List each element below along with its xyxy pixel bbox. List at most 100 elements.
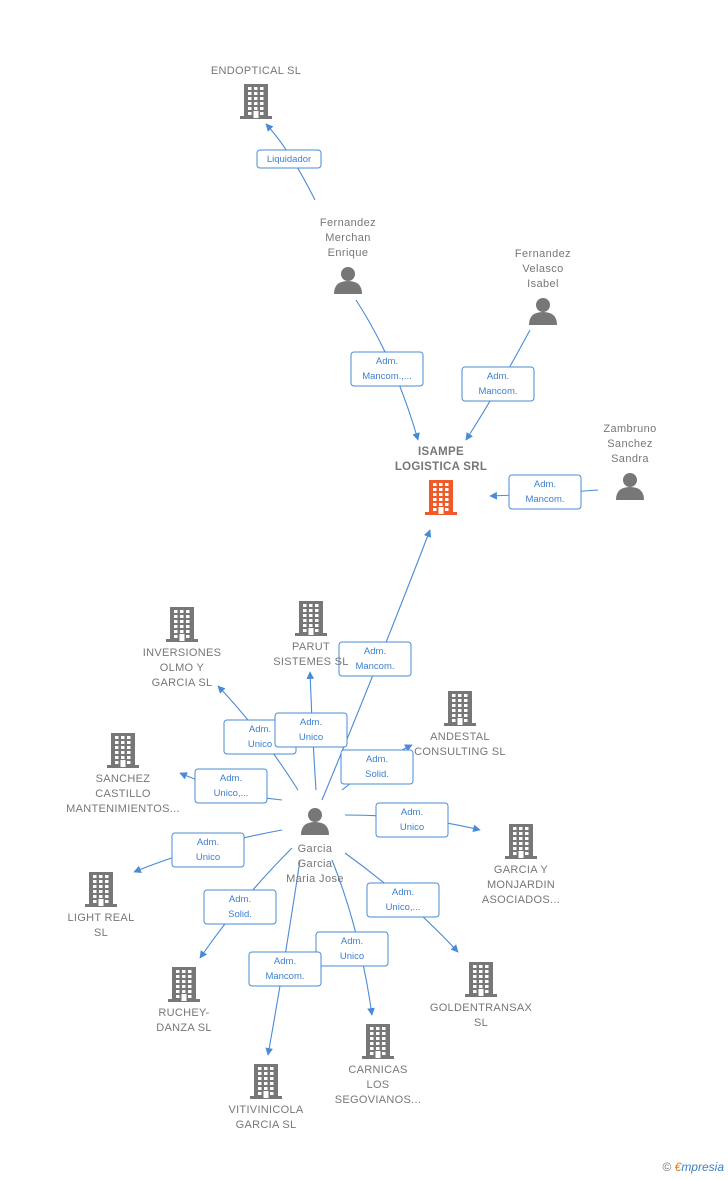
- role-label-box[interactable]: [375, 802, 449, 838]
- company-node[interactable]: GARCIA YMONJARDINASOCIADOS...: [482, 824, 560, 906]
- relationship-edge: Adm. Mancom.,...: [350, 299, 424, 441]
- node-label: SISTEMES SL: [273, 656, 348, 668]
- relationship-edge: Adm. Solid.: [340, 744, 414, 791]
- role-label-text: Mancom.: [355, 661, 394, 672]
- node-label: DANZA SL: [156, 1022, 212, 1034]
- person-icon: [334, 267, 362, 294]
- brand-logo-text: mpresia: [681, 1160, 724, 1174]
- building-icon: [166, 607, 198, 642]
- person-icon: [616, 473, 644, 500]
- building-icon: [425, 480, 457, 515]
- person-icon: [301, 808, 329, 835]
- role-label-text: Adm.: [376, 356, 398, 367]
- relationship-edge: Adm.Mancom.: [489, 474, 599, 510]
- company-node[interactable]: PARUT SISTEMES SL: [273, 601, 348, 668]
- role-label-box[interactable]: [194, 768, 268, 804]
- company-node[interactable]: ISAMPE LOGISTICA SRL: [395, 446, 487, 515]
- node-label: ISAMPE: [418, 446, 464, 458]
- role-label-text: Adm.: [220, 773, 242, 784]
- node-label: Sanchez: [607, 438, 653, 450]
- node-label: Isabel: [527, 278, 559, 290]
- building-icon: [465, 962, 497, 997]
- role-label-box[interactable]: [461, 366, 535, 402]
- role-label-text: Unico: [400, 822, 424, 833]
- relationship-edge: Adm.Solid.: [199, 847, 293, 959]
- node-label: LOGISTICA SRL: [395, 461, 487, 473]
- node-label: LIGHT REAL: [68, 912, 135, 924]
- role-label-box[interactable]: [366, 882, 440, 918]
- building-icon: [240, 84, 272, 119]
- role-label-text: Mancom.: [478, 386, 517, 397]
- relationship-edge: Adm. Unico,...: [179, 768, 283, 804]
- role-label-box[interactable]: [338, 641, 412, 677]
- role-label-text: Adm.: [487, 371, 509, 382]
- role-label-text: Unico: [340, 951, 364, 962]
- role-label-text: Liquidador: [267, 154, 311, 165]
- role-label-text: Adm.: [249, 724, 271, 735]
- building-icon: [250, 1064, 282, 1099]
- role-label-box[interactable]: [248, 951, 322, 987]
- role-label-text: Mancom.: [265, 971, 304, 982]
- role-label-text: Adm.: [197, 837, 219, 848]
- relationship-edge: Adm. Unico,...: [344, 852, 459, 953]
- node-label: Garcia: [298, 843, 333, 855]
- company-node[interactable]: GOLDENTRANSAX SL: [430, 962, 533, 1029]
- role-label-text: Unico,...: [214, 788, 249, 799]
- role-label-text: Adm.: [364, 646, 386, 657]
- node-label: ENDOPTICAL SL: [211, 65, 301, 77]
- role-label-text: Solid.: [365, 769, 389, 780]
- building-icon: [295, 601, 327, 636]
- node-label: Velasco: [522, 263, 563, 275]
- company-node[interactable]: RUCHEY-DANZA SL: [156, 967, 212, 1034]
- role-label-text: Unico,...: [386, 902, 421, 913]
- node-label: OLMO Y: [160, 662, 205, 674]
- role-label-text: Solid.: [228, 909, 252, 920]
- role-label-box[interactable]: [340, 749, 414, 785]
- node-label: SL: [94, 927, 108, 939]
- relationship-edge: Adm.Unico: [274, 671, 348, 791]
- node-label: GARCIA SL: [152, 677, 213, 689]
- role-label-box[interactable]: [171, 832, 245, 868]
- role-label-box[interactable]: [274, 712, 348, 748]
- role-label-box[interactable]: [203, 889, 277, 925]
- node-label: LOS: [367, 1079, 390, 1091]
- node-label: SANCHEZ: [96, 773, 151, 785]
- role-label-box[interactable]: [350, 351, 424, 387]
- node-label: Fernandez: [320, 217, 376, 229]
- role-label-text: Mancom.,...: [362, 371, 412, 382]
- role-label-text: Adm.: [274, 956, 296, 967]
- company-node[interactable]: LIGHT REAL SL: [68, 872, 135, 939]
- role-label-text: Adm.: [341, 936, 363, 947]
- role-label-box[interactable]: [508, 474, 582, 510]
- node-label: MONJARDIN: [487, 879, 555, 891]
- company-node[interactable]: ENDOPTICAL SL: [211, 65, 301, 119]
- company-node[interactable]: CARNICASLOSSEGOVIANOS...: [335, 1024, 421, 1106]
- relationship-edge: Adm. Unico: [133, 829, 283, 873]
- node-label: GOLDENTRANSAX: [430, 1002, 533, 1014]
- role-label-text: Unico: [299, 732, 323, 743]
- footer-brand: © €mpresia: [662, 1160, 724, 1174]
- role-label-text: Adm.: [534, 479, 556, 490]
- building-icon: [444, 691, 476, 726]
- relationship-edge: Adm. Mancom.: [321, 529, 432, 801]
- node-label: SL: [474, 1017, 488, 1029]
- node-label: PARUT: [292, 641, 330, 653]
- node-label: CARNICAS: [348, 1064, 407, 1076]
- role-label-box[interactable]: [256, 149, 322, 169]
- role-label-text: Adm.: [392, 887, 414, 898]
- role-label-text: Adm.: [366, 754, 388, 765]
- company-node[interactable]: SANCHEZCASTILLOMANTENIMIENTOS...: [66, 733, 180, 815]
- role-label-text: Unico: [196, 852, 220, 863]
- brand-logo-letter: €: [674, 1160, 682, 1174]
- node-label: Garcia: [298, 858, 333, 870]
- role-label-box[interactable]: [315, 931, 389, 967]
